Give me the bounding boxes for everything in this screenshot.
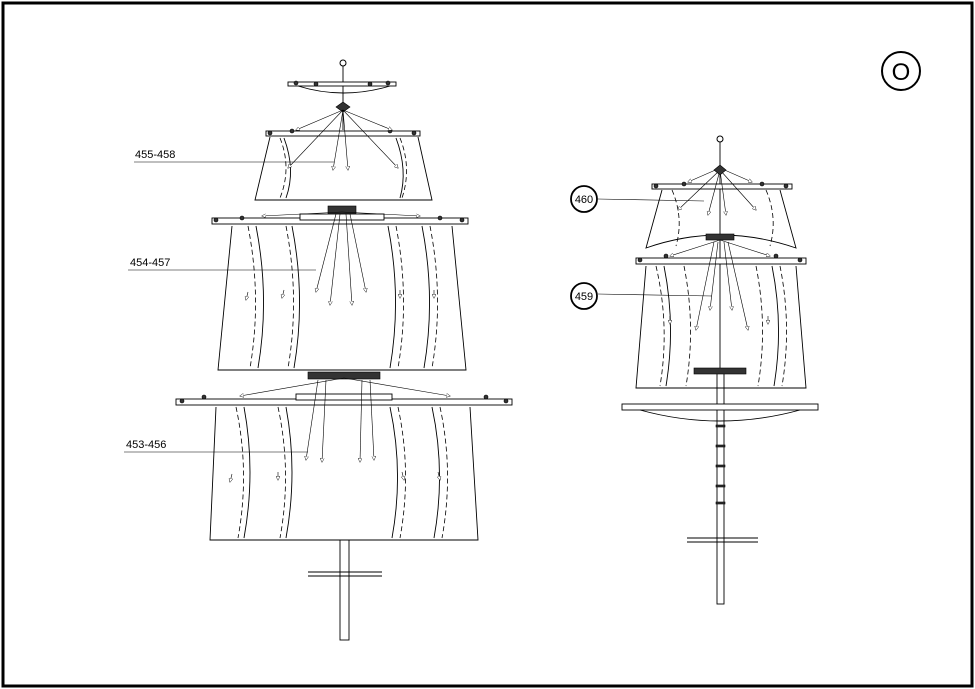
callout-460: 460: [570, 185, 705, 213]
mizzen-sail: [635, 233, 807, 389]
foremast-rigging: 455-458: [124, 59, 513, 641]
label-mizzen-sail: 459: [575, 291, 593, 303]
label-fore-topsail: 454-457: [130, 257, 170, 269]
fore-topgallant-sail: [254, 109, 433, 201]
sheet-letter-badge: O: [881, 51, 921, 91]
mizzen-lower-yard: [621, 367, 819, 422]
callout-459: 459: [570, 282, 713, 310]
fore-topsail: [211, 205, 469, 371]
fore-pole-top: [287, 59, 397, 130]
label-mizzen-topsail: 460: [575, 194, 593, 206]
fore-lower-mast: [339, 539, 350, 641]
mizzenmast-rigging: 460 459: [570, 135, 819, 605]
label-fore-topgallant: 455-458: [135, 149, 175, 161]
mizzen-mast-bands: [715, 424, 726, 505]
label-fore-course: 453-456: [126, 439, 166, 451]
fore-course-sail: [175, 371, 513, 541]
sheet-letter: O: [892, 59, 911, 86]
